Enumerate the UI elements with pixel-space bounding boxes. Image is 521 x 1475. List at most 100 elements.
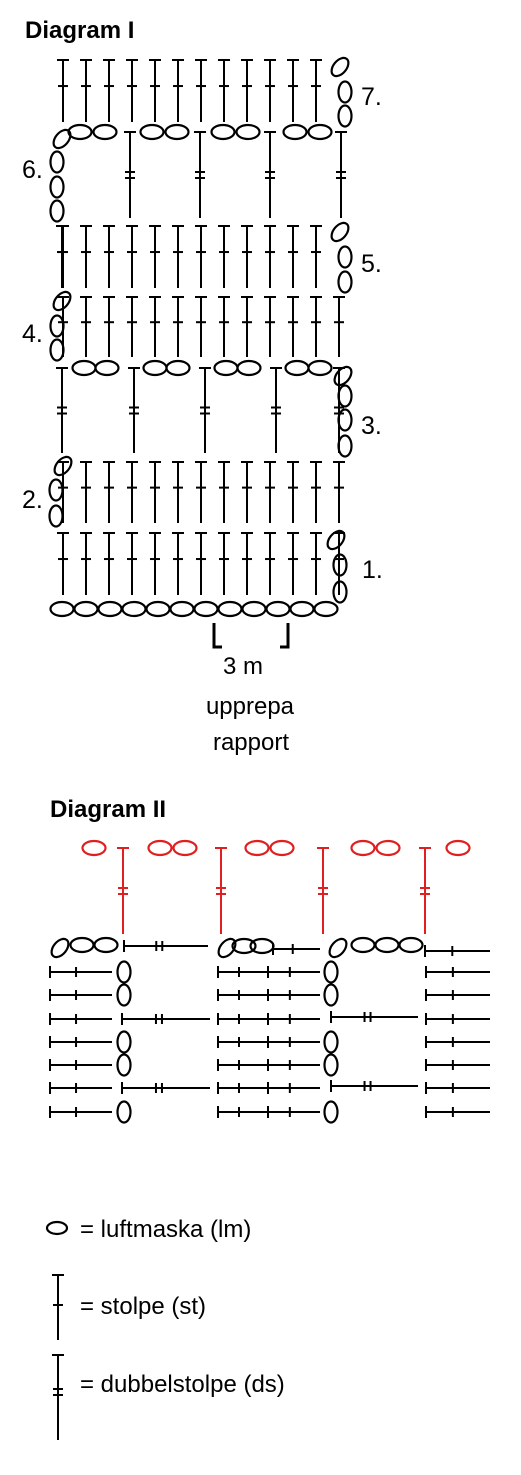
diagram-2: Diagram II [49,796,490,1124]
double-crochet-stitch [126,461,138,523]
double-crochet-stitch [80,461,92,523]
chain-stitch [328,937,348,959]
double-crochet-stitch [49,966,112,978]
double-crochet-stitch [149,461,161,523]
diagram-2-title: Diagram II [50,796,166,823]
double-crochet-stitch [49,1036,112,1048]
double-crochet-stitch [195,532,207,595]
chain-stitch [337,104,353,128]
chain-stitch [49,600,75,618]
double-crochet-stitch [149,59,161,122]
chain-stitch [49,314,65,338]
legend-tr-text: = dubbelstolpe (ds) [80,1371,285,1398]
double-crochet-stitch [218,461,230,523]
treble-crochet-stitch [335,131,347,218]
double-crochet-stitch [264,461,276,523]
chain-stitch [49,150,65,174]
double-crochet-stitch [425,1082,490,1094]
chain-stitch [116,983,132,1007]
double-crochet-stitch [217,1036,268,1048]
chain-stitch [213,359,239,377]
chain-stitch [326,529,346,551]
double-crochet-stitch [195,225,207,288]
diagram-1-symbols [48,56,353,618]
double-crochet-stitch [333,296,345,357]
chain-stitch [337,384,353,408]
chain-stitch [235,123,261,141]
double-crochet-stitch [267,989,320,1001]
double-crochet-stitch [49,1106,112,1118]
chain-stitch [67,123,93,141]
chain-stitch [284,359,310,377]
chain-stitch [71,359,97,377]
chain-stitch [210,123,236,141]
double-crochet-stitch [217,1106,268,1118]
chain-stitch [172,839,198,857]
double-crochet-stitch [80,225,92,288]
row-label-4: 4. [22,320,43,348]
double-crochet-stitch [425,1106,490,1118]
double-crochet-stitch [217,1013,268,1025]
chain-stitch [289,600,315,618]
chain-stitch [217,937,237,959]
double-crochet-stitch [264,532,276,595]
chain-stitch [333,365,353,387]
chain-stitch [69,936,95,954]
chain-stitch [164,123,190,141]
double-crochet-stitch [172,532,184,595]
double-crochet-stitch [195,461,207,523]
double-crochet-stitch [172,461,184,523]
double-crochet-stitch [425,1013,490,1025]
double-crochet-stitch [267,1036,320,1048]
chain-stitch [139,123,165,141]
double-crochet-stitch [241,532,253,595]
repeat-label-text: upprepa [206,693,295,720]
double-crochet-stitch [241,59,253,122]
double-crochet-stitch [310,225,322,288]
double-crochet-stitch [267,1106,320,1118]
chain-stitch [307,123,333,141]
double-crochet-stitch [287,296,299,357]
chain-stitch [52,128,72,150]
chain-stitch [350,936,376,954]
double-crochet-stitch [241,225,253,288]
double-crochet-stitch [310,461,322,523]
treble-crochet-stitch [194,131,206,218]
chain-stitch [323,1100,339,1124]
chain-stitch [313,600,339,618]
chain-stitch [337,80,353,104]
double-crochet-stitch [56,225,68,288]
chain-stitch [337,408,353,432]
treble-crochet-stitch [123,940,208,952]
double-crochet-stitch [49,1013,112,1025]
chain-stitch [265,600,291,618]
double-crochet-stitch [103,461,115,523]
chain-stitch [48,504,64,528]
chain-stitch [217,600,243,618]
double-crochet-stitch [217,1059,268,1071]
chain-stitch [165,359,191,377]
row-label-2: 2. [22,486,43,514]
double-crochet-stitch [217,966,268,978]
row-label-6: 6. [22,156,43,184]
chain-stitch [231,937,257,955]
double-crochet-stitch [267,966,320,978]
chain-stitch [147,839,173,857]
double-crochet-stitch [310,296,322,357]
chain-stitch [49,175,65,199]
chain-stitch [92,123,118,141]
chain-stitch [332,580,348,604]
legend: = luftmaska (lm) = stolpe (st) = dubbels… [45,1216,285,1440]
chain-stitch [307,359,333,377]
chain-stitch [330,221,350,243]
treble-crochet-stitch [56,367,68,453]
treble-crochet-stitch [121,1082,210,1094]
treble-crochet-stitch [419,847,431,934]
double-crochet-stitch [264,296,276,357]
treble-crochet-stitch [215,847,227,934]
chain-stitch [323,1053,339,1077]
chain-stitch [375,839,401,857]
double-crochet-stitch [425,1036,490,1048]
chain-stitch [50,937,70,959]
